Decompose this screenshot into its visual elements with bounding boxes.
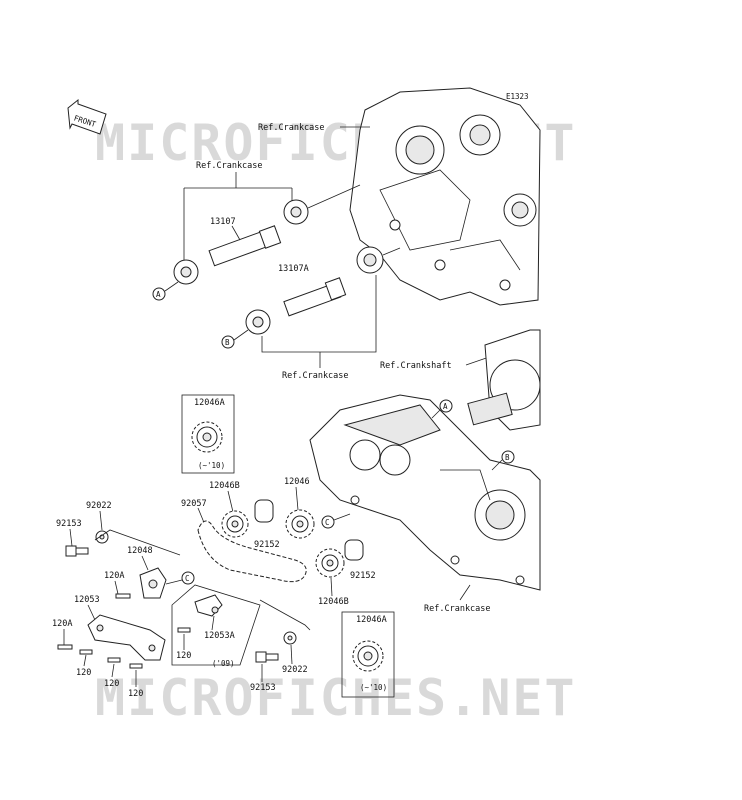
- part-120-label-3: 120: [128, 689, 143, 699]
- callout-a-2: [439, 399, 453, 413]
- guide-12053a-icon: [194, 594, 223, 617]
- chain-92057-icon: [197, 520, 307, 583]
- guide-12053-icon: [87, 614, 166, 661]
- part-92153-label-2: 92153: [250, 683, 276, 693]
- sprocket-12046b-lower-icon: [315, 548, 345, 578]
- callout-b-1-label: B: [225, 338, 230, 347]
- bolt-120-a-icon: [79, 649, 93, 655]
- bolt-92153-lower-icon: [255, 651, 279, 663]
- year-09-label: ('09): [212, 659, 235, 668]
- callout-a-1: [152, 287, 166, 301]
- callout-c-1-label: C: [325, 518, 330, 527]
- sprocket-12046a-lower-icon: [352, 640, 384, 672]
- spacer-92152-upper: [254, 499, 274, 523]
- part-120-label-4: 120: [176, 651, 191, 661]
- shaft-13107: [173, 199, 309, 285]
- part-12053-label: 12053: [74, 595, 100, 605]
- callout-b-1: [221, 335, 235, 349]
- part-13107a-label: 13107A: [278, 264, 309, 274]
- part-120a-label-1: 120A: [104, 571, 124, 581]
- part-92152-label-2: 92152: [350, 571, 376, 581]
- bolt-120-d-icon: [177, 627, 191, 633]
- callout-c-2: [181, 571, 195, 585]
- callout-a-2-label: A: [443, 402, 448, 411]
- part-92152-label-1: 92152: [254, 540, 280, 550]
- part-120-label-1: 120: [76, 668, 91, 678]
- callout-b-2: [501, 450, 515, 464]
- bolt-120a-lower-icon: [57, 644, 73, 650]
- sprocket-12046a-upper-icon: [191, 421, 223, 453]
- box-12046a-lower: [341, 611, 395, 698]
- part-92022-label-2: 92022: [282, 665, 308, 675]
- part-13107-label: 13107: [210, 217, 236, 227]
- part-12046a-label-1: 12046A: [194, 398, 225, 408]
- callout-c-2-label: C: [185, 574, 190, 583]
- watermark-bottom: MICROFICHES.NET: [95, 669, 577, 727]
- sprocket-12046b-upper-icon: [221, 510, 249, 538]
- year-10-label-2: (~'10): [360, 683, 387, 692]
- year-10-label-1: (~'10): [198, 461, 225, 470]
- part-12046-label: 12046: [284, 477, 310, 487]
- sprocket-12046-icon: [285, 509, 315, 539]
- part-12046b-label-1: 12046B: [209, 481, 240, 491]
- bolt-120-b-icon: [107, 657, 121, 663]
- ref-crankcase-label-2: Ref.Crankcase: [196, 161, 263, 171]
- lower-crankcase-drawing: [309, 394, 541, 591]
- shaft-13107a: [245, 246, 384, 335]
- callout-c-1: [321, 515, 335, 529]
- ref-crankcase-label-4: Ref.Crankcase: [424, 604, 491, 614]
- part-120a-label-2: 120A: [52, 619, 72, 629]
- bolt-120-c-icon: [129, 663, 143, 669]
- part-92153-label-1: 92153: [56, 519, 82, 529]
- bolt-92153-upper-icon: [65, 545, 89, 557]
- part-92057-label: 92057: [181, 499, 207, 509]
- callout-b-2-label: B: [505, 453, 510, 462]
- ref-crankshaft-label: Ref.Crankshaft: [380, 361, 452, 371]
- part-12046a-label-2: 12046A: [356, 615, 387, 625]
- tensioner-12048-icon: [139, 567, 167, 599]
- part-12053a-label: 12053A: [204, 631, 235, 641]
- crankshaft-drawing: [467, 329, 541, 431]
- bolt-120a-upper-icon: [115, 593, 131, 599]
- part-12048-label: 12048: [127, 546, 153, 556]
- part-92022-label-1: 92022: [86, 501, 112, 511]
- part-12046b-label-2: 12046B: [318, 597, 349, 607]
- callout-a-1-label: A: [156, 290, 161, 299]
- spacer-92152-lower: [344, 539, 364, 561]
- diagram-code: E1323: [506, 92, 529, 101]
- ref-crankcase-label-1: Ref.Crankcase: [258, 123, 325, 133]
- front-arrow-icon: FRONT: [67, 98, 107, 135]
- ref-crankcase-label-3: Ref.Crankcase: [282, 371, 349, 381]
- part-120-label-2: 120: [104, 679, 119, 689]
- box-12053a: [171, 584, 261, 666]
- upper-crankcase-drawing: [349, 87, 541, 306]
- box-12046a-upper: [181, 394, 235, 474]
